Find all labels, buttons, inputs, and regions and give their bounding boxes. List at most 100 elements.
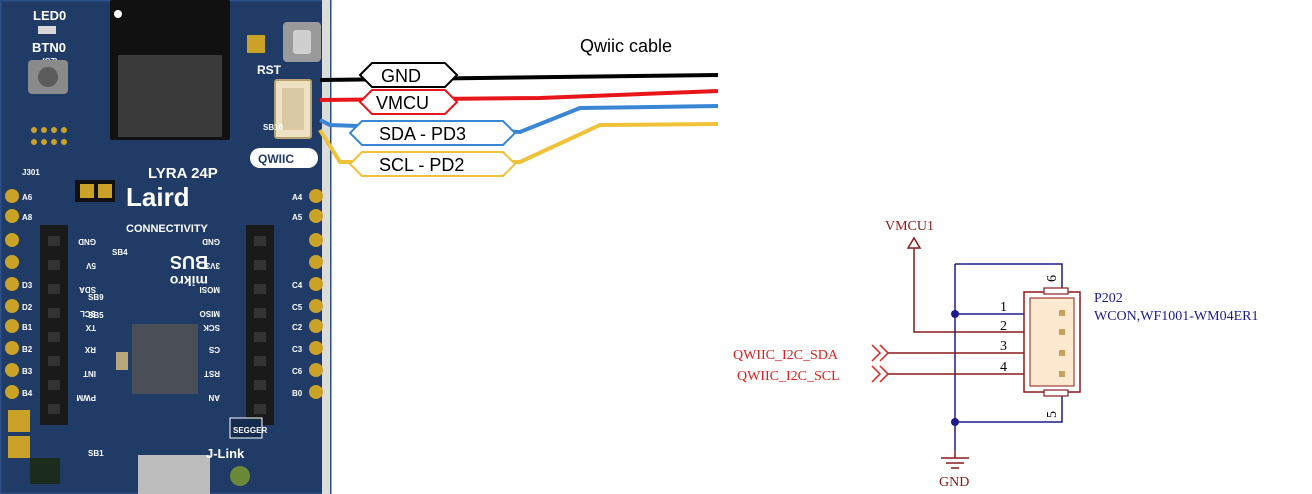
pin-pad-2 bbox=[1059, 329, 1065, 335]
pin-pad-3 bbox=[1059, 350, 1065, 356]
left-pin-d2: D2 bbox=[22, 303, 33, 312]
pin-pad-1 bbox=[1059, 310, 1065, 316]
wire-label-sda: SDA - PD3 bbox=[379, 124, 466, 144]
connector-tab-top bbox=[1043, 287, 1069, 295]
scl-port-arrow bbox=[871, 365, 890, 383]
right-pin-c3: C3 bbox=[292, 345, 303, 354]
mikro-right-sck: SCK bbox=[203, 323, 220, 332]
right-pin-a5: A5 bbox=[292, 213, 303, 222]
wire-sda bbox=[319, 104, 719, 135]
wire-tag-sda: SDA - PD3 bbox=[348, 120, 517, 146]
module-name: LYRA 24P bbox=[148, 165, 218, 182]
sb1-label: SB1 bbox=[88, 449, 104, 458]
pin6-wire bbox=[955, 263, 1063, 290]
connector-body-inner bbox=[1029, 297, 1075, 387]
header-pin-holes bbox=[48, 236, 266, 414]
module-shield bbox=[118, 55, 222, 137]
j301-label: J301 bbox=[22, 168, 40, 177]
pin-number-4: 4 bbox=[1000, 360, 1007, 375]
board-edge bbox=[322, 0, 330, 494]
brand-sub: CONNECTIVITY bbox=[126, 223, 209, 235]
sb5-label: SB5 bbox=[88, 311, 104, 320]
j301-pin2 bbox=[98, 184, 112, 198]
right-pin-c6: C6 bbox=[292, 367, 303, 376]
wire-label-scl: SCL - PD2 bbox=[379, 155, 464, 175]
corner-pad-1 bbox=[8, 410, 30, 432]
mikro-logo-line1: mikro bbox=[170, 273, 208, 289]
left-pin-b4: B4 bbox=[22, 389, 33, 398]
wire-tag-gnd: GND bbox=[358, 62, 459, 88]
qwiic-cable: Qwiic cable GND VMCU SDA - PD3 SCL - PD2 bbox=[318, 36, 719, 177]
mikro-right-miso: MISO bbox=[200, 309, 220, 318]
segger-label: SEGGER bbox=[233, 426, 267, 435]
dev-board: LED0 BTN0 (C7) RST SB10 QWIIC J301 LYRA … bbox=[0, 0, 332, 494]
mikro-right-rst: RST bbox=[204, 369, 220, 378]
cable-title: Qwiic cable bbox=[580, 36, 672, 56]
antenna-pad bbox=[247, 35, 265, 53]
pin1-marker bbox=[114, 10, 122, 18]
brand-logo: Laird bbox=[126, 182, 190, 212]
right-pin-c5: C5 bbox=[292, 303, 303, 312]
qwiic-connector-inner bbox=[282, 88, 304, 130]
schematic: VMCU1 GND QWIIC_I2C_SDA QWIIC_I2C_SCL 1 bbox=[733, 219, 1259, 490]
qwiic-logo bbox=[250, 148, 318, 168]
crystal bbox=[116, 352, 128, 370]
mikro-left-int: INT bbox=[83, 369, 96, 378]
btn0-cap bbox=[38, 67, 58, 87]
junction-pin5 bbox=[951, 418, 959, 426]
mikrobus-logo: mikro BUS bbox=[170, 252, 208, 289]
wire-label-gnd: GND bbox=[381, 66, 421, 86]
part-number: WCON,WF1001-WM04ER1 bbox=[1094, 309, 1259, 324]
mikro-logo-line2: BUS bbox=[170, 252, 208, 272]
mikrobus-left-header bbox=[40, 225, 68, 425]
power-arrow-symbol bbox=[906, 236, 922, 249]
power-net-label: VMCU1 bbox=[885, 219, 934, 234]
sb9-label: SB9 bbox=[88, 293, 104, 302]
junction-pin1 bbox=[951, 310, 959, 318]
pin-number-2: 2 bbox=[1000, 319, 1007, 334]
right-pin-c4: C4 bbox=[292, 281, 303, 290]
led0 bbox=[38, 26, 56, 34]
wire-tag-vmcu: VMCU bbox=[358, 89, 459, 115]
segger-logo bbox=[229, 417, 263, 439]
right-edge-pads bbox=[309, 189, 323, 399]
left-edge-pads bbox=[5, 189, 19, 399]
j301-pin1 bbox=[80, 184, 94, 198]
wire-label-vmcu: VMCU bbox=[376, 93, 429, 113]
pin5-wire bbox=[955, 392, 1063, 423]
mikro-left-scl: SCL bbox=[80, 309, 96, 318]
right-pin-c2: C2 bbox=[292, 323, 303, 332]
scl-net-label: QWIIC_I2C_SCL bbox=[737, 369, 840, 384]
left-pin-a8: A8 bbox=[22, 213, 33, 222]
debug-pads bbox=[31, 127, 67, 145]
sda-port-arrow bbox=[871, 344, 890, 362]
sb10-label: SB10 bbox=[263, 123, 284, 132]
debugger-chip bbox=[132, 324, 198, 394]
rst-cap bbox=[293, 30, 311, 54]
right-pin-a4: A4 bbox=[292, 193, 303, 202]
left-pin-b2: B2 bbox=[22, 345, 33, 354]
left-pin-b3: B3 bbox=[22, 367, 33, 376]
mikro-right-3v3: 3V3 bbox=[205, 261, 220, 270]
ground-net-label: GND bbox=[939, 475, 969, 490]
right-pin-b0: B0 bbox=[292, 389, 303, 398]
qwiic-logo-text: QWIIC bbox=[258, 152, 294, 166]
btn-label: BTN0 bbox=[32, 40, 66, 55]
mikro-left-5v: 5V bbox=[86, 261, 96, 270]
mikro-left-sda: SDA bbox=[79, 285, 96, 294]
power-regulator bbox=[30, 458, 60, 484]
left-pin-a6: A6 bbox=[22, 193, 33, 202]
mikrobus-right-labels: GND 3V3 MOSI MISO SCK CS RST AN bbox=[200, 237, 220, 402]
vmcu-wire bbox=[913, 248, 1024, 333]
mikro-left-gnd: GND bbox=[78, 237, 96, 246]
led-label: LED0 bbox=[33, 8, 66, 23]
pin-number-1: 1 bbox=[1000, 300, 1007, 315]
designator: P202 bbox=[1094, 291, 1123, 306]
mikro-right-cs: CS bbox=[208, 345, 220, 354]
mikrobus-left-labels: GND 5V SDA SCL TX RX INT PWM bbox=[76, 237, 96, 402]
mikro-left-rx: RX bbox=[84, 345, 96, 354]
left-pin-d3: D3 bbox=[22, 281, 33, 290]
jlink-label: J-Link bbox=[206, 446, 245, 461]
sb4-label: SB4 bbox=[112, 248, 128, 257]
